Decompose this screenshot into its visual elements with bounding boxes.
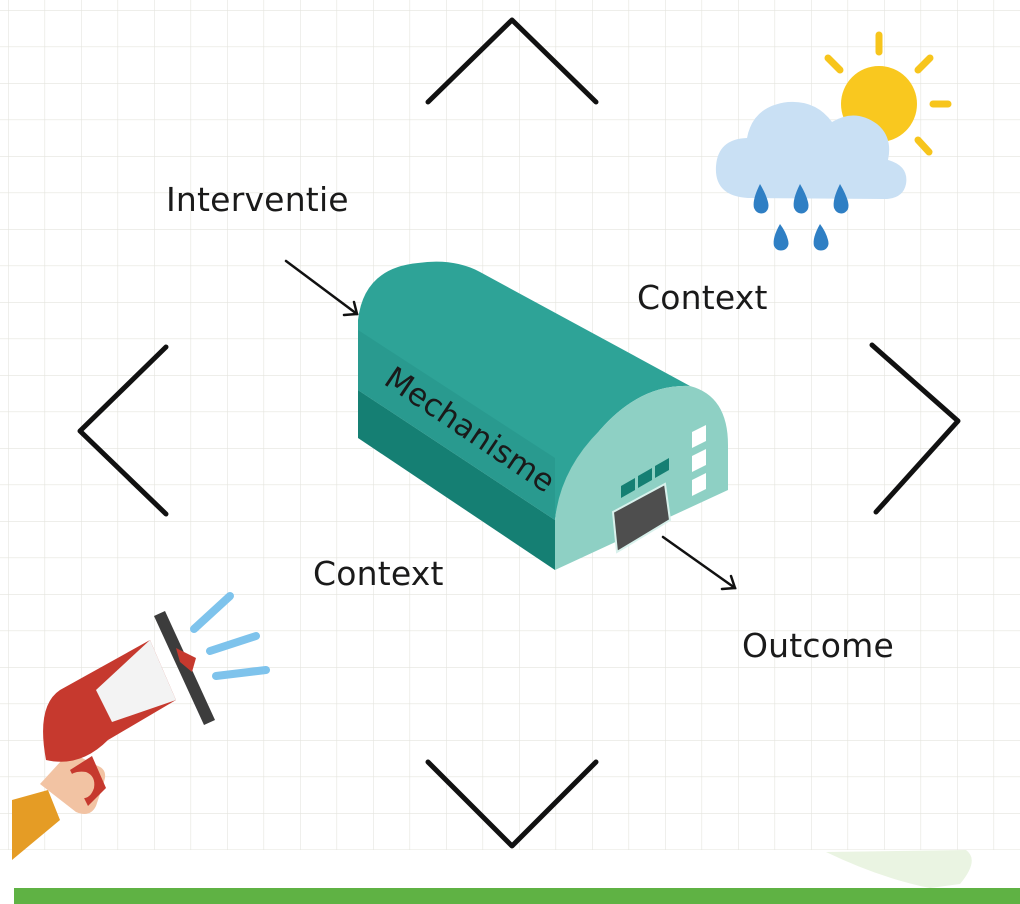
sun-cloud-rain-icon bbox=[715, 31, 952, 251]
decorative-leaf-shape bbox=[826, 850, 972, 888]
intervention-label: Interventie bbox=[166, 180, 349, 219]
context-label-bottom: Context bbox=[313, 554, 444, 593]
warehouse-building-icon bbox=[358, 261, 728, 570]
megaphone-icon bbox=[12, 592, 270, 860]
chevron-right-icon bbox=[869, 342, 961, 515]
chevron-left-icon bbox=[77, 344, 169, 517]
chevron-up-icon bbox=[425, 17, 599, 105]
arrow-icon bbox=[661, 535, 737, 591]
chevron-down-icon bbox=[425, 759, 599, 849]
footer-accent-bar bbox=[14, 888, 1020, 904]
context-label-top: Context bbox=[637, 278, 768, 317]
outcome-label: Outcome bbox=[742, 626, 895, 665]
arrow-icon bbox=[284, 259, 359, 317]
